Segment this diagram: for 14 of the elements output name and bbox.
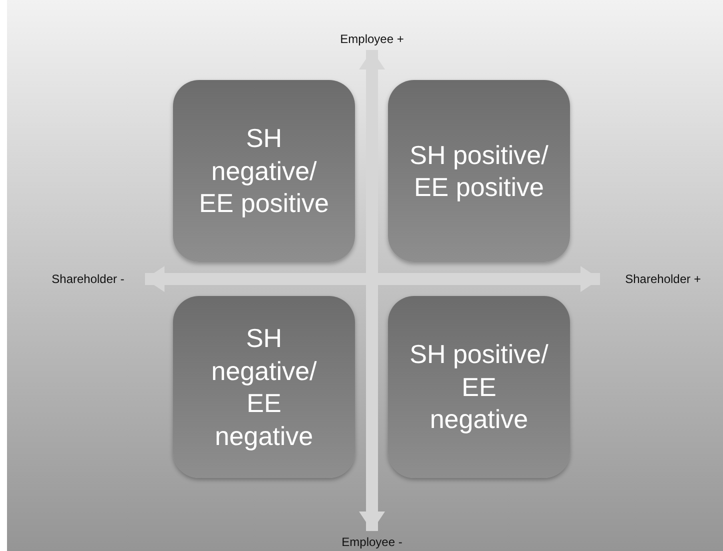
quadrant-box xyxy=(388,296,570,478)
quadrant-label: SH positive/ EE negative xyxy=(409,338,549,436)
quadrant-label: SH positive/ EE positive xyxy=(409,138,549,204)
axis-label: Employee - xyxy=(337,535,407,549)
quadrant-box xyxy=(388,80,570,262)
axis-label: Employee + xyxy=(336,32,408,46)
axis-arrow xyxy=(359,50,385,531)
quadrant-label: SH negative/ EE negative xyxy=(210,322,318,452)
quadrant-label: SH negative/ EE positive xyxy=(198,122,330,220)
axis-label: Shareholder - xyxy=(35,272,141,286)
axis-label: Shareholder + xyxy=(604,272,722,286)
quadrant-box xyxy=(173,80,355,262)
quadrant-box xyxy=(173,296,355,478)
axis-arrow xyxy=(145,266,600,292)
